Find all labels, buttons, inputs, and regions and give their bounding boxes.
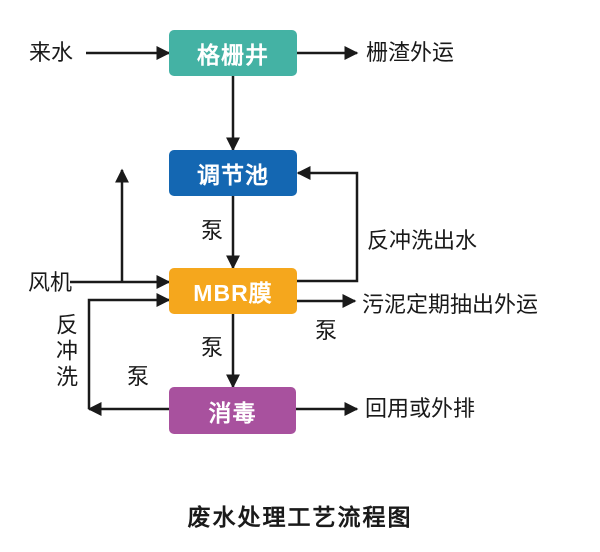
label-grid-residue-out: 栅渣外运 <box>366 40 455 65</box>
diagram-title: 废水处理工艺流程图 <box>187 504 413 530</box>
label-backwash: 反冲洗 <box>53 313 78 391</box>
label-incoming-water: 来水 <box>29 40 74 65</box>
label-pump-backwash: 泵 <box>127 364 150 389</box>
node-regulating-tank: 调节池 <box>169 150 297 196</box>
label-fan: 风机 <box>28 270 73 295</box>
label-pump-mbr-to-disinfection: 泵 <box>201 335 224 360</box>
label-pump-regulating-to-mbr: 泵 <box>201 218 224 243</box>
label-pump-sludge: 泵 <box>315 318 338 343</box>
arrow-backwash-return-to-regulating <box>296 166 359 283</box>
label-reuse-or-discharge: 回用或外排 <box>365 396 476 421</box>
node-grid-well: 格栅井 <box>169 30 297 76</box>
node-mbr-membrane: MBR膜 <box>169 268 297 314</box>
node-disinfection: 消毒 <box>169 387 296 434</box>
label-backwash-outlet-water: 反冲洗出水 <box>367 228 478 253</box>
arrow-backwash-to-mbr <box>87 293 171 409</box>
label-sludge-periodic-removal: 污泥定期抽出外运 <box>362 292 539 317</box>
